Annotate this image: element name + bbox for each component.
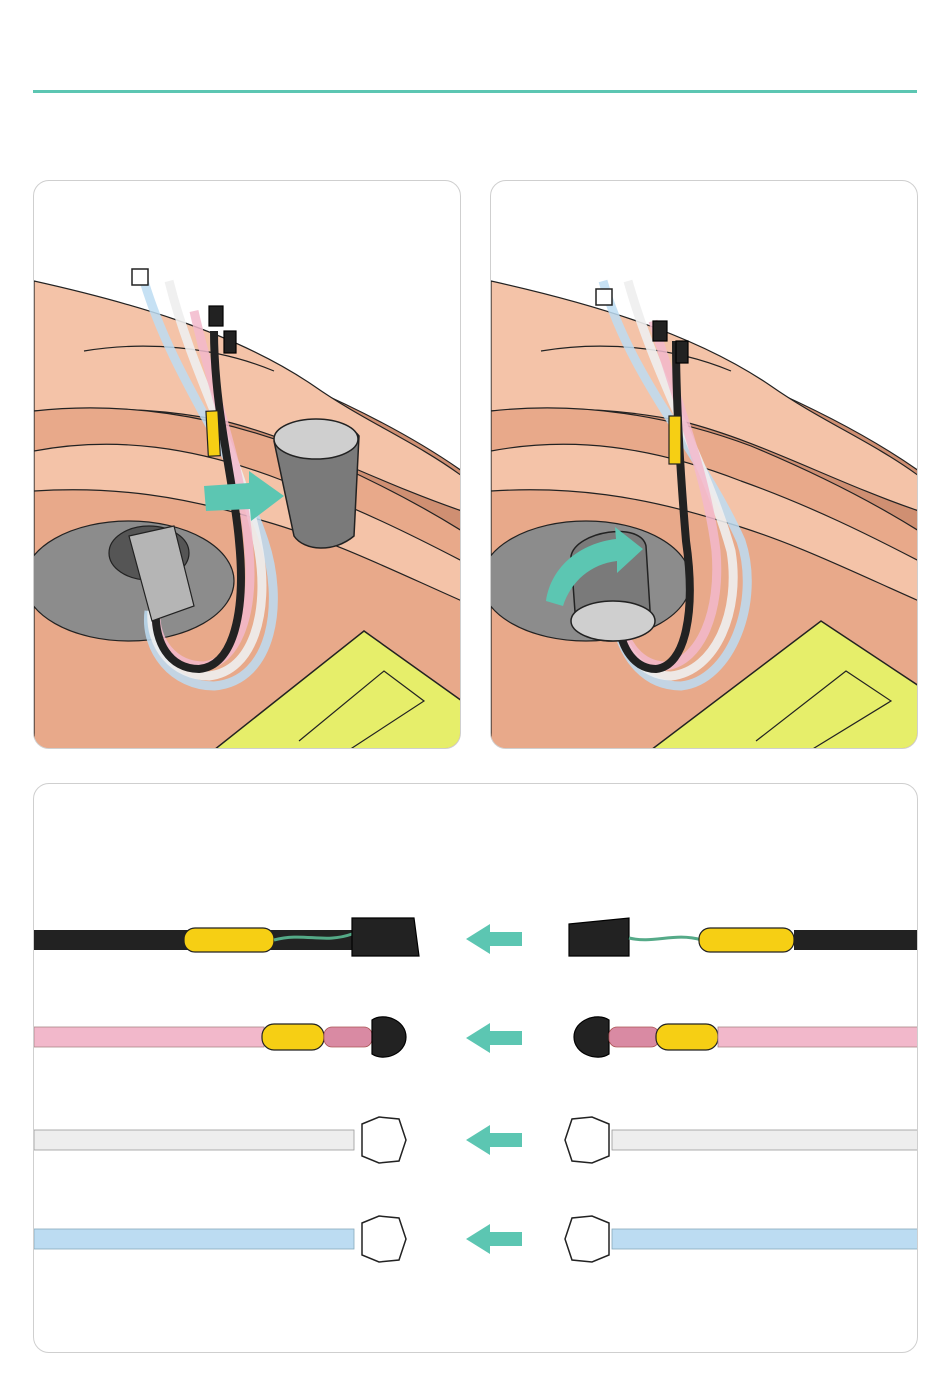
black-tube-coupling — [372, 1017, 406, 1057]
male-electrical-plug — [569, 918, 629, 956]
connection-row — [34, 1017, 918, 1057]
black-tube-coupling — [574, 1017, 609, 1057]
wires-right — [629, 937, 702, 940]
arrow-left-icon — [466, 1125, 522, 1155]
tube-right — [718, 1027, 918, 1047]
connection-row — [34, 1117, 918, 1163]
tube-tip-white — [596, 289, 612, 305]
yellow-sleeve-left — [262, 1024, 324, 1050]
step-illustration-twist — [490, 180, 918, 749]
luer-quick-connector — [362, 1117, 406, 1163]
yellow-sleeve-right — [656, 1024, 718, 1050]
connector-cap-rim — [571, 601, 655, 641]
yellow-sleeve-right — [699, 928, 794, 952]
step-illustration-insert — [33, 180, 461, 749]
tube-right — [612, 1130, 918, 1150]
tube-tip-black — [653, 321, 667, 341]
tube-left — [34, 1229, 354, 1249]
female-electrical-plug — [352, 918, 419, 956]
tube-barb-left — [324, 1027, 372, 1047]
tube-left — [34, 1130, 354, 1150]
tube-tip-black — [209, 306, 223, 326]
tube-tip-white — [132, 269, 148, 285]
tube-barb-right — [609, 1027, 659, 1047]
connection-diagram — [33, 783, 918, 1353]
header-rule — [33, 90, 917, 93]
plug-black — [224, 331, 236, 353]
luer-quick-connector — [565, 1117, 609, 1163]
tube-right — [612, 1229, 918, 1249]
arrow-left-icon — [466, 1224, 522, 1254]
yellow-sleeve-left — [184, 928, 274, 952]
connection-row — [34, 1216, 918, 1262]
cable-yellow-sleeve — [669, 416, 681, 464]
insert-scene-svg — [34, 181, 461, 749]
luer-quick-connector — [362, 1216, 406, 1262]
cable-yellow-sleeve — [206, 411, 220, 457]
twist-scene-svg — [491, 181, 918, 749]
connection-row — [34, 918, 918, 956]
connection-diagram-svg — [34, 784, 918, 1353]
arrow-left-icon — [466, 924, 522, 954]
connector-cap-rim — [274, 419, 358, 459]
cable-right — [794, 930, 918, 950]
plug-black — [676, 341, 688, 363]
luer-quick-connector — [565, 1216, 609, 1262]
arrow-left-icon — [466, 1023, 522, 1053]
tube-left — [34, 1027, 264, 1047]
